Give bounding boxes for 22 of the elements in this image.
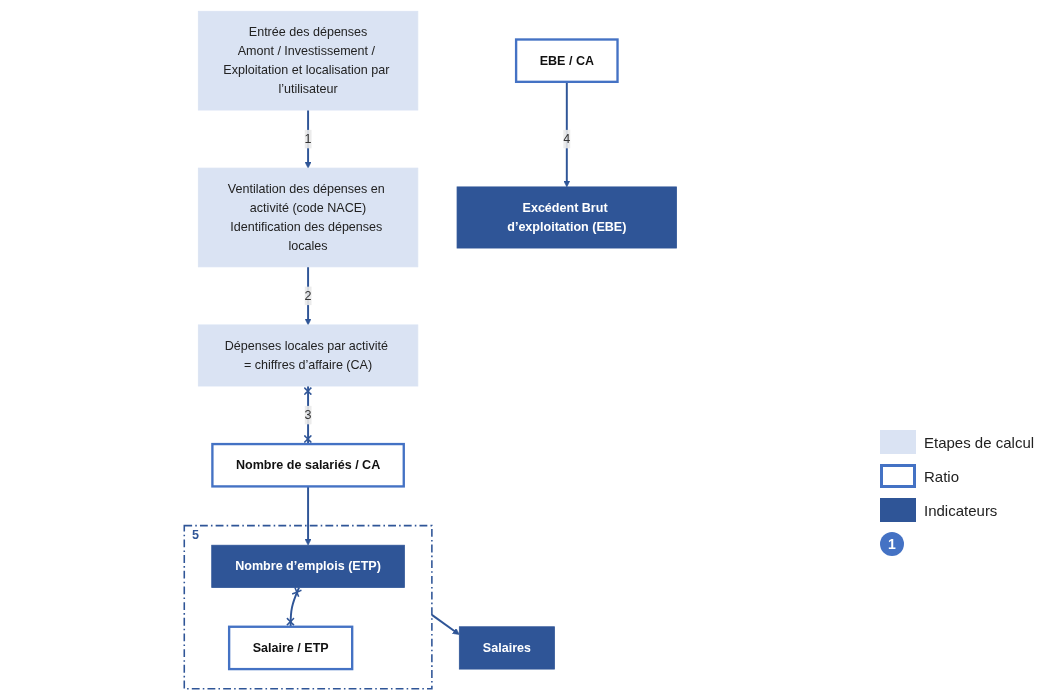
node-box: Salaire / ETP: [227, 625, 353, 671]
node-box: Dépenses locales par activité = chiffres d’affaire (CA): [197, 324, 418, 387]
node-box: Nombre d’emplois (ETP): [210, 544, 405, 588]
legend-label: Etapes de calcul: [924, 433, 1035, 451]
edge-label: 4: [562, 132, 570, 146]
edge-label: 1: [304, 132, 312, 146]
cluster: [183, 524, 433, 690]
arrow: [304, 109, 312, 169]
node-box: Excédent Brut d’exploitation (EBE): [456, 186, 677, 249]
node-box: Ventilation des dépenses en activité (code NACE) Identification des dépenses locales: [197, 167, 418, 268]
legend-label: Indicateurs: [924, 501, 998, 519]
node-box: Salaires: [458, 626, 555, 670]
node-box: Nombre de salariés / CA: [210, 442, 405, 488]
edge-label: 2: [304, 288, 312, 303]
legend-label: Ratio: [924, 467, 960, 485]
step-badge: 1: [880, 532, 904, 556]
node-box: EBE / CA: [514, 38, 619, 84]
arrow: [430, 613, 460, 635]
edge-label: 3: [304, 408, 312, 422]
node-box: Entrée des dépenses Amont / Investissement / Exploitation et localisation par l’utilisateur: [197, 10, 418, 111]
node-label: 5: [191, 527, 199, 542]
arrow: [304, 265, 312, 326]
